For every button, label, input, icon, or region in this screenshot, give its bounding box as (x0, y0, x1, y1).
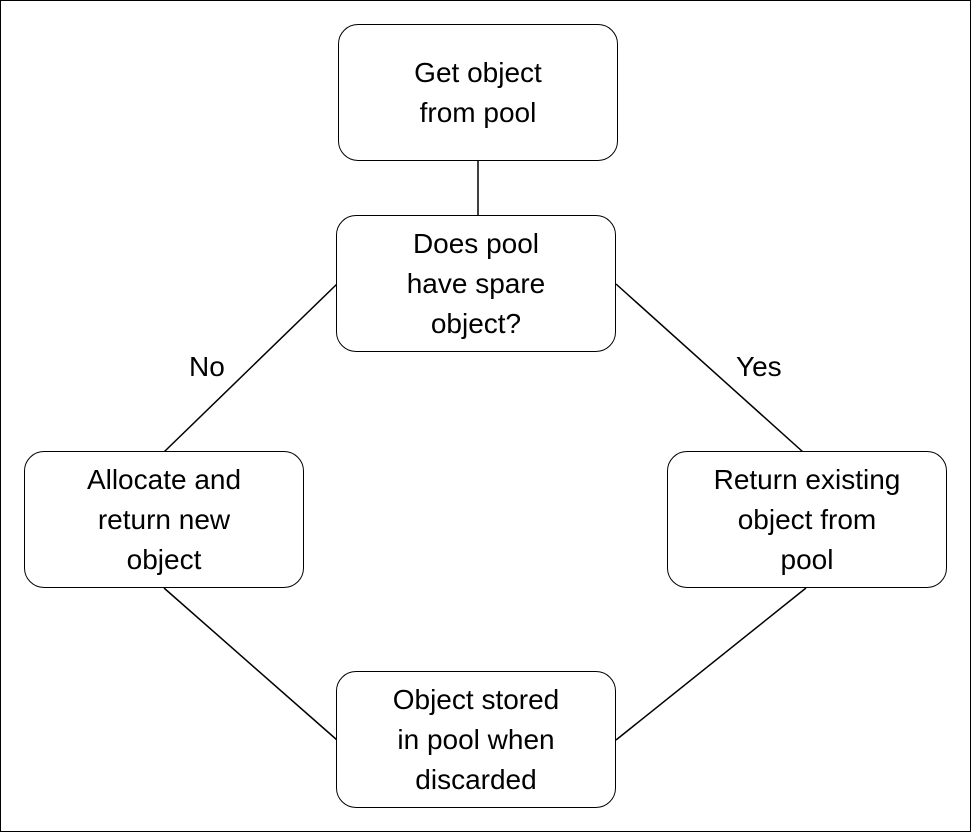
edge-check-to-allocate (163, 283, 338, 453)
edge-label-no: No (189, 351, 225, 382)
node-return-existing: Return existing object from pool (667, 451, 947, 588)
edge-allocate-to-stored (163, 587, 338, 741)
edge-check-to-return (615, 283, 804, 453)
node-get-object: Get object from pool (338, 24, 618, 161)
node-stored-in-pool-label: Object stored in pool when discarded (392, 683, 560, 795)
node-return-existing-label: Return existing object from pool (713, 463, 901, 575)
node-has-spare: Does pool have spare object? (336, 215, 616, 352)
edge-label-yes: Yes (736, 351, 782, 382)
node-get-object-label: Get object from pool (414, 56, 542, 128)
node-allocate-new-label: Allocate and return new object (86, 463, 242, 575)
node-allocate-new: Allocate and return new object (24, 451, 304, 588)
node-stored-in-pool: Object stored in pool when discarded (336, 671, 616, 808)
node-has-spare-label: Does pool have spare object? (406, 227, 546, 339)
edge-return-to-stored (615, 587, 807, 741)
